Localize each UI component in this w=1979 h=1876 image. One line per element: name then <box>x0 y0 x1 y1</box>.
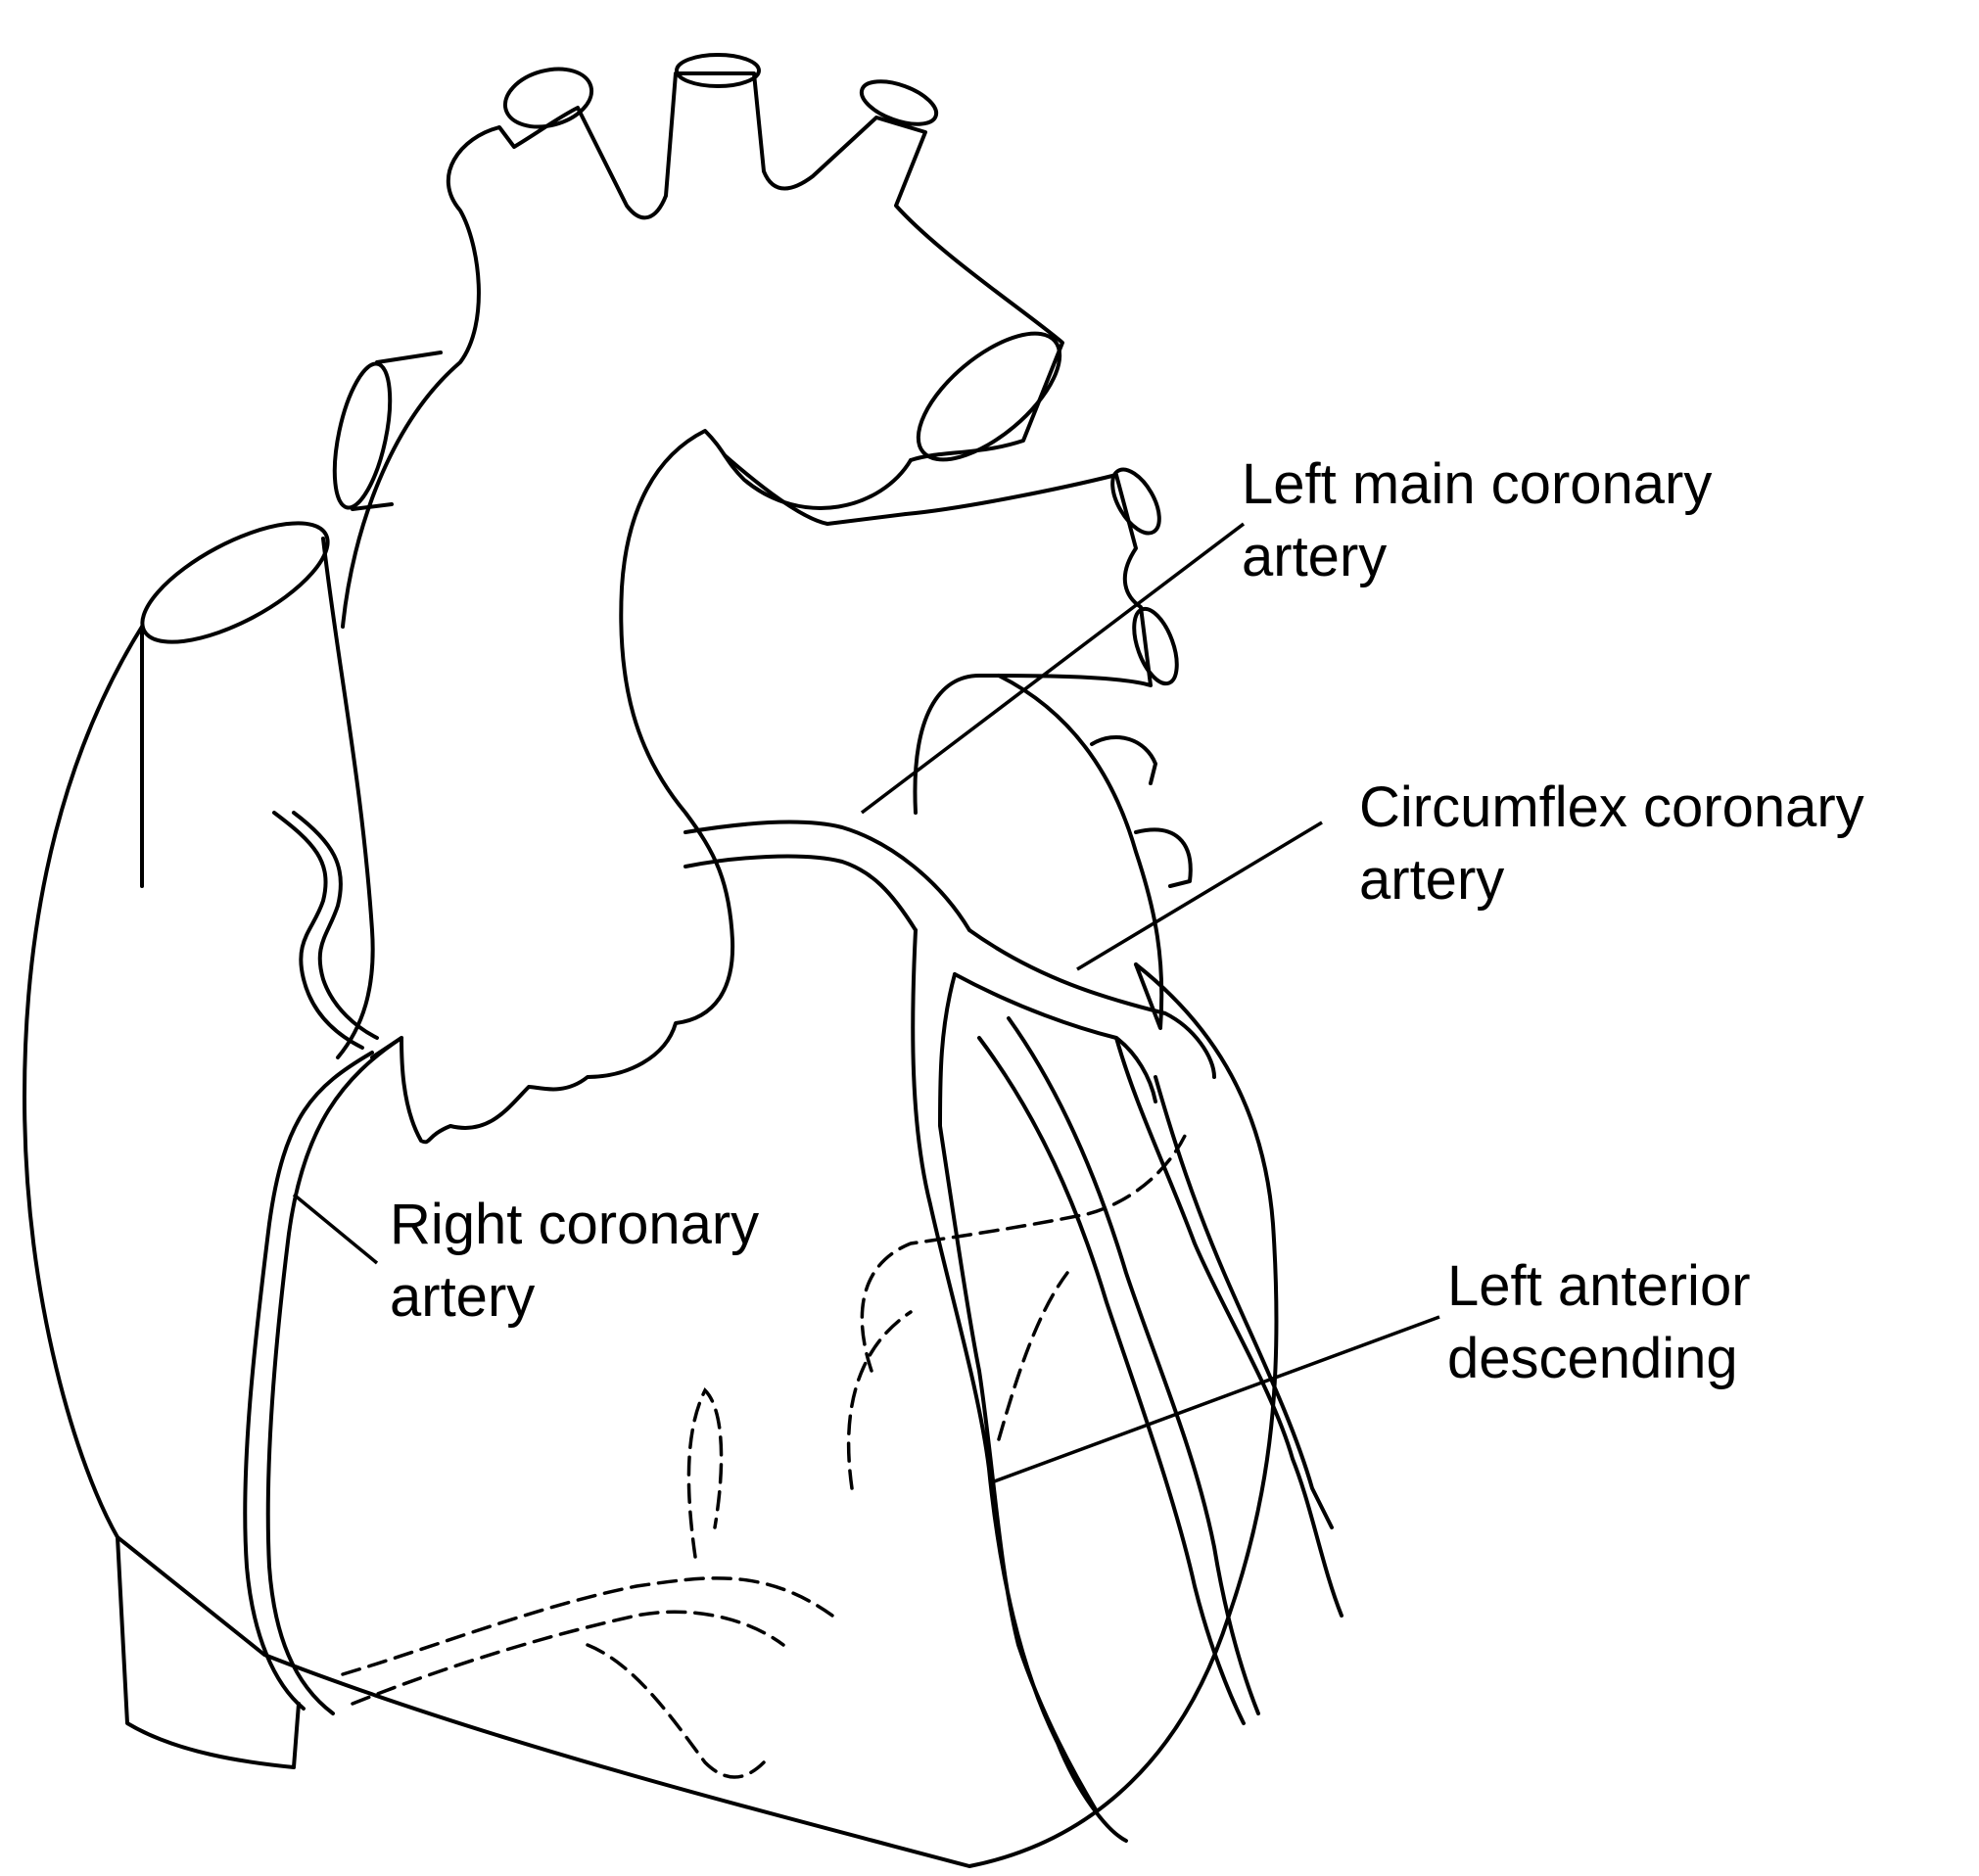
posterior-vessel-dashed-5 <box>860 1134 1187 1373</box>
subclavian-opening <box>859 79 939 126</box>
left-pulmonary-artery-opening-lower <box>1132 606 1179 686</box>
left-main-leader <box>860 522 1246 815</box>
brachiocephalic-opening <box>502 67 594 129</box>
right-coronary-leader <box>292 1193 379 1265</box>
superior-vena-cava-opening <box>140 521 330 644</box>
label-right-coronary-line2: artery <box>390 1265 536 1329</box>
left-atrium <box>997 674 1193 1030</box>
label-circumflex-coronary-artery: Circumflex coronary artery <box>1359 772 1864 916</box>
label-left-anterior-descending: Left anterior descending <box>1447 1250 1751 1395</box>
label-circumflex-line2: artery <box>1359 848 1505 912</box>
inferior-vena-cava <box>116 1535 301 1769</box>
circumflex-leader <box>1076 821 1323 971</box>
circumflex-coronary-artery-vessel <box>953 928 1216 1103</box>
left-main-coronary-artery <box>683 820 971 932</box>
obtuse-marginal-branch <box>1114 1036 1343 1618</box>
descending-aorta-opening <box>916 331 1062 462</box>
right-coronary-artery-vessel <box>243 1036 403 1715</box>
posterior-vessel-dashed-6 <box>846 1271 1069 1490</box>
superior-vena-cava-right-edge <box>321 537 375 1059</box>
label-lad-line2: descending <box>1447 1327 1738 1390</box>
heart-body-outline <box>23 625 1279 1868</box>
pulmonary-vein-wall <box>351 351 443 511</box>
posterior-vessel-dashed-3 <box>586 1643 766 1779</box>
posterior-vessel-dashed-4 <box>686 1387 724 1559</box>
pulmonary-trunk <box>370 429 913 1145</box>
left-pulmonary-artery-opening-upper <box>1110 467 1161 536</box>
label-left-main-coronary-artery: Left main coronary artery <box>1242 448 1712 593</box>
carotid-opening <box>675 53 761 88</box>
label-lad-line1: Left anterior <box>1447 1254 1751 1318</box>
label-left-main-line1: Left main coronary <box>1242 452 1713 516</box>
pulmonary-trunk-seam <box>723 453 908 526</box>
diagonal-branch <box>977 1016 1260 1725</box>
lad-leader <box>988 1315 1440 1485</box>
label-right-coronary-line1: Right coronary <box>390 1193 760 1256</box>
left-anterior-descending-vessel <box>911 928 1128 1843</box>
label-right-coronary-artery: Right coronary artery <box>390 1189 759 1334</box>
aortic-arch <box>341 71 1064 629</box>
posterior-vessel-dashed-1 <box>341 1576 834 1676</box>
pulmonary-vein-opening <box>332 361 393 510</box>
label-left-main-line2: artery <box>1242 525 1388 588</box>
right-coronary-artery-origin <box>272 811 379 1050</box>
label-circumflex-line1: Circumflex coronary <box>1359 775 1864 839</box>
left-pulmonary-artery <box>904 473 1153 815</box>
posterior-vessel-dashed-2 <box>351 1610 785 1706</box>
